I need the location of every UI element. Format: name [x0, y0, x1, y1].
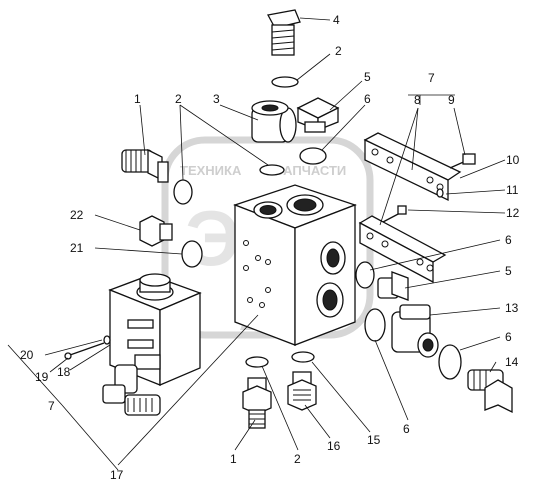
watermark-line1: ТЕХНИКА: [180, 163, 242, 178]
o-ring-6d: [438, 344, 462, 380]
o-ring-2-left: [173, 179, 193, 205]
o-ring-6c: [364, 308, 386, 342]
screw-9: [449, 153, 476, 169]
callout-13: 13: [505, 301, 519, 315]
plate-8-upper: [363, 132, 462, 202]
callout-8: 8: [414, 93, 421, 107]
callout-10: 10: [506, 153, 520, 167]
o-ring-6a: [299, 147, 327, 165]
screw-19: [64, 335, 111, 360]
callout-2: 2: [294, 452, 301, 466]
callout-5: 5: [505, 264, 512, 278]
o-ring-15: [291, 351, 315, 363]
banjo-bolt-4: [267, 9, 301, 56]
solenoid-valve: [102, 273, 202, 416]
callout-labels: 4 2 5 7 1 2 3 6 8 9 10 11 12 22 6 21 5 1…: [20, 13, 520, 482]
callout-11: 11: [506, 183, 519, 197]
o-ring-2b: [259, 164, 285, 176]
callout-14: 14: [505, 355, 519, 369]
callout-6: 6: [364, 92, 371, 106]
callout-9: 9: [448, 93, 455, 107]
plate-8-lower: [358, 215, 447, 284]
callout-15: 15: [367, 433, 381, 447]
callout-6: 6: [505, 233, 512, 247]
valve-body: [233, 184, 357, 346]
callout-20: 20: [20, 348, 34, 362]
o-ring-2c: [245, 356, 269, 368]
banjo-bolt-14: [467, 369, 513, 414]
o-ring-21: [181, 240, 203, 268]
callout-12: 12: [506, 206, 520, 220]
plug-5b: [377, 271, 409, 301]
fitting-16: [287, 371, 317, 411]
plug-5a: [296, 97, 340, 133]
callout-3: 3: [213, 92, 220, 106]
callout-17: 17: [110, 468, 124, 482]
fitting-1b: [242, 377, 272, 429]
callout-19: 19: [35, 370, 49, 384]
watermark-line2: ЗАПЧАСТИ: [275, 163, 346, 178]
screw-12: [382, 205, 407, 223]
washer-11: [436, 188, 444, 198]
callout-6: 6: [403, 422, 410, 436]
callout-1: 1: [134, 92, 141, 106]
o-ring-2a: [271, 76, 299, 88]
leader-lines: [7, 17, 506, 471]
fitting-1a: [121, 148, 169, 183]
callout-5: 5: [364, 70, 371, 84]
callout-7: 7: [428, 71, 435, 85]
callout-21: 21: [70, 241, 84, 255]
callout-2: 2: [335, 44, 342, 58]
banjo-fitting-3: [251, 100, 297, 143]
callout-7: 7: [48, 399, 55, 413]
callout-2: 2: [175, 92, 182, 106]
callout-4: 4: [333, 13, 340, 27]
callout-1: 1: [230, 452, 237, 466]
fitting-22: [139, 215, 173, 247]
callout-18: 18: [57, 365, 71, 379]
o-ring-6b: [355, 261, 375, 289]
callout-6: 6: [505, 330, 512, 344]
callout-16: 16: [327, 439, 341, 453]
callout-22: 22: [70, 208, 84, 222]
fitting-13: [391, 304, 439, 358]
